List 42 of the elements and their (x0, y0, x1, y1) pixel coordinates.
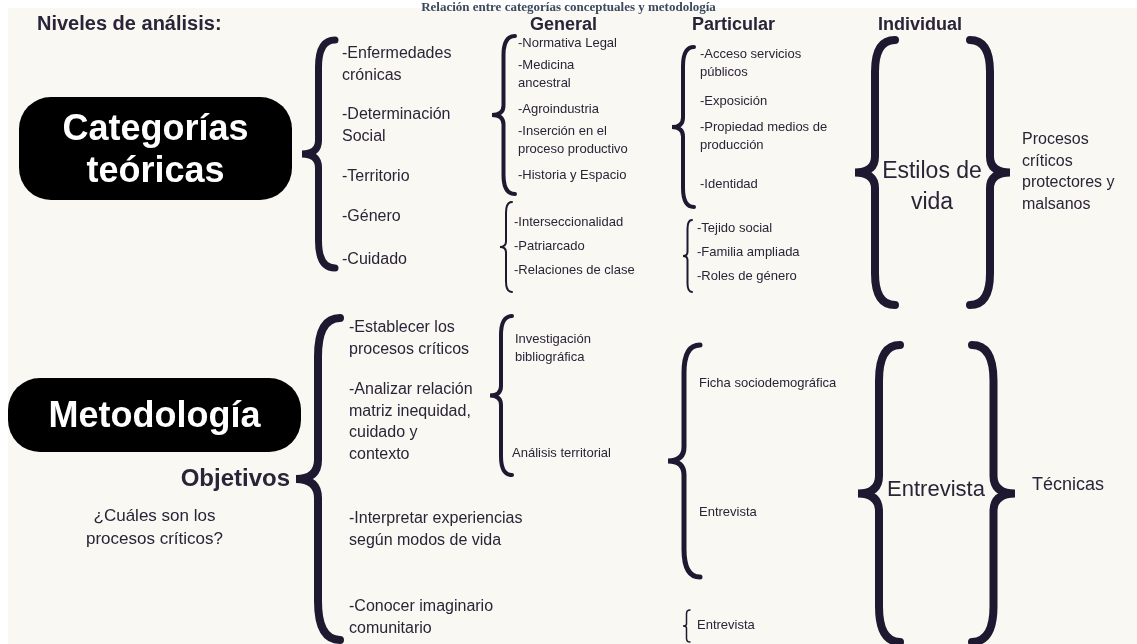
list-item: -Roles de género (697, 267, 798, 285)
list-item: -Género (342, 206, 402, 226)
list-item: -Interpretar experiencias según modos de vida (349, 508, 524, 550)
list-item: -Agroindustria (518, 100, 600, 118)
list-item: Ficha sociodemográfica (699, 374, 838, 392)
list-item: -Inserción en el proceso productivo (518, 122, 629, 158)
list-item: Entrevista (699, 503, 758, 521)
list-item: -Normativa Legal (518, 34, 618, 52)
diagram-title: Relación entre categorías conceptuales y metodología (420, 0, 717, 13)
list-item: -Conocer imaginario comunitario (349, 596, 495, 638)
list-item: Entrevista (697, 616, 756, 634)
list-item: -Propiedad medios de producción (700, 118, 829, 154)
list-item: -Acceso servicios públicos (700, 45, 803, 81)
list-item: -Identidad (700, 175, 759, 193)
title-pill: Metodología (8, 378, 301, 452)
list-item: -Establecer los procesos críticos (349, 317, 471, 359)
question-text: ¿Cuáles son los procesos críticos? (85, 505, 224, 550)
list-item: Investigación bibliográfica (515, 330, 592, 366)
list-item: -Historia y Espacio (518, 166, 628, 184)
list-item: -Analizar relación matriz inequidad, cuidado y contexto (349, 379, 474, 464)
list-item: -Tejido social (697, 219, 774, 237)
section-heading: Objetivos (179, 463, 290, 493)
list-item: -Cuidado (342, 249, 408, 269)
side-text: Procesos críticos protectores y malsanos (1022, 129, 1116, 214)
list-item: -Exposición (700, 92, 769, 110)
section-heading: Niveles de análisis: (37, 11, 223, 36)
center-text: Entrevista (886, 475, 986, 503)
list-item: -Interseccionalidad (514, 213, 625, 231)
column-heading: Individual (878, 13, 963, 36)
list-item: -Medicina ancestral (518, 56, 576, 92)
list-item: -Familia ampliada (697, 243, 801, 261)
side-text: Técnicas (1032, 473, 1106, 496)
title-pill: Categorías teóricas (19, 97, 292, 200)
list-item: Análisis territorial (512, 444, 612, 462)
list-item: -Enfermedades crónicas (342, 43, 453, 85)
list-item: -Territorio (342, 166, 411, 186)
column-heading: General (530, 14, 599, 36)
center-text: Estilos de vida (881, 156, 983, 217)
list-item: -Patriarcado (514, 237, 586, 255)
list-item: -Relaciones de clase (514, 261, 636, 279)
column-heading: Particular (692, 14, 777, 36)
list-item: -Determinación Social (342, 104, 452, 146)
